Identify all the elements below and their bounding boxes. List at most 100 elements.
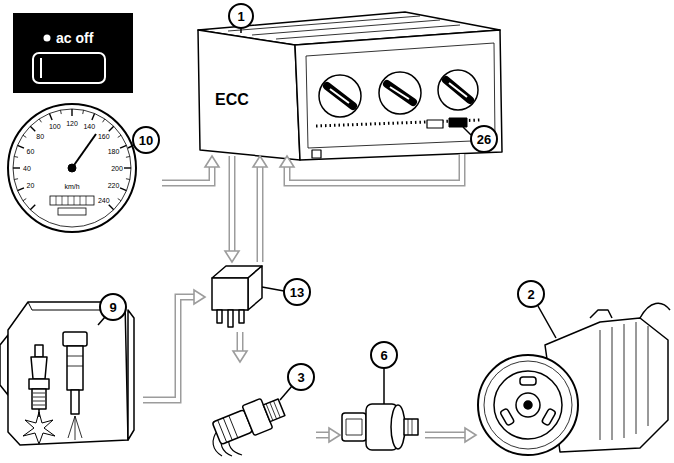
speedometer-tick (92, 113, 95, 119)
pressure-switch (408, 419, 412, 435)
speedometer (58, 208, 86, 215)
engine-control-module (38, 409, 40, 417)
ac-compressor (600, 322, 648, 440)
callout-number: 6 (380, 349, 387, 362)
speed-number: 220 (108, 182, 120, 189)
leader-line (262, 287, 284, 291)
speed-number: 140 (83, 123, 95, 130)
speed-number: 80 (36, 133, 44, 140)
speed-number: 60 (27, 147, 35, 154)
speedometer-tick (120, 188, 126, 191)
speed-number: 200 (111, 165, 123, 172)
callout-circle (100, 294, 126, 320)
arrow-core (287, 154, 462, 183)
callout-circle (100, 4, 544, 390)
speedometer-tick (14, 178, 18, 180)
callout-number: 13 (290, 286, 304, 299)
callout-number: 10 (139, 134, 153, 147)
ac-off-button-panel (40, 58, 42, 78)
engine-control-module (8, 302, 128, 445)
arrow-outline (425, 432, 465, 439)
arrow-head (329, 428, 340, 442)
ecc-control-unit (198, 30, 300, 160)
arrow-core (425, 433, 465, 437)
pressure-switch (342, 404, 418, 450)
ecc-control-unit (295, 30, 502, 160)
engine-control-module (35, 345, 43, 357)
speedometer (13, 109, 131, 227)
relay: 13 (205, 262, 313, 332)
ac-compressor (494, 371, 562, 439)
speedometer (8, 104, 136, 232)
arrow-outline (257, 167, 264, 262)
speedometer (56, 196, 86, 205)
speed-number: 180 (108, 147, 120, 154)
leader-line (280, 386, 292, 400)
ecc-control-unit (306, 43, 495, 148)
ac-compressor (500, 408, 515, 426)
engine-control-module (32, 389, 46, 409)
speedometer-tick (126, 156, 130, 158)
callout-circle (229, 4, 253, 28)
speedometer (72, 134, 96, 168)
engine-control-module (68, 416, 82, 440)
ac-compressor (541, 408, 556, 426)
speedometer (8, 104, 136, 232)
ac-off-button-panel (44, 35, 51, 42)
arrow-outline (237, 332, 244, 351)
ecc-control-unit (449, 118, 467, 127)
leader-line (98, 317, 105, 325)
signal-arrow (316, 428, 340, 442)
pressure-switch (218, 416, 238, 443)
leader-line (383, 368, 385, 404)
callout-circle (288, 364, 314, 390)
callout-circle (371, 342, 397, 368)
arrow-head (465, 428, 476, 442)
ac-compressor (520, 377, 536, 385)
ac-compressor: 2 (476, 276, 670, 460)
engine-control-module (29, 379, 49, 389)
callout-number: 3 (297, 371, 304, 384)
speedometer (68, 164, 76, 172)
engine-control-module (0, 302, 134, 445)
speedometer-tick (60, 110, 62, 114)
engine-control-module (0, 335, 8, 395)
speedometer-tick (30, 126, 35, 131)
control-button: 26 (420, 112, 502, 154)
speedometer-tick (118, 199, 121, 201)
speedometer: 1020406080100120140160180200220240km/h (4, 100, 162, 234)
arrow-head (225, 251, 239, 262)
signal-arrow (162, 156, 219, 183)
relay (212, 278, 248, 310)
signal-arrow (280, 154, 462, 183)
callout-number: 1 (237, 10, 244, 23)
speedometer-tick (17, 145, 23, 148)
speedometer-tick (118, 135, 121, 137)
speedometer-tick (103, 119, 105, 122)
signal-arrow (225, 156, 239, 262)
arrow-outline (229, 156, 236, 251)
speed-number: 160 (98, 133, 110, 140)
arrow-outline (287, 154, 462, 183)
unit-label: ECC (215, 92, 249, 108)
speedometer-tick (124, 167, 131, 168)
leader-line (538, 306, 556, 338)
arrow-core (162, 167, 212, 183)
pressure-switch (266, 401, 280, 421)
speedometer-tick (109, 126, 114, 131)
ac-compressor (478, 303, 670, 455)
engine-control-module (67, 346, 83, 390)
signal-arrow (253, 156, 267, 262)
speedometer-tick (82, 110, 84, 114)
speedometer-tick (13, 109, 131, 210)
ac-off-button-panel (13, 13, 133, 93)
speed-number: 40 (23, 165, 31, 172)
callout-number: 9 (109, 301, 116, 314)
button-label: ac off (56, 31, 93, 45)
signal-arrow (233, 332, 247, 362)
callout-circle (284, 279, 310, 305)
arrow-outline (162, 167, 212, 183)
arrow-core (238, 332, 242, 351)
callout-circle (471, 126, 497, 152)
